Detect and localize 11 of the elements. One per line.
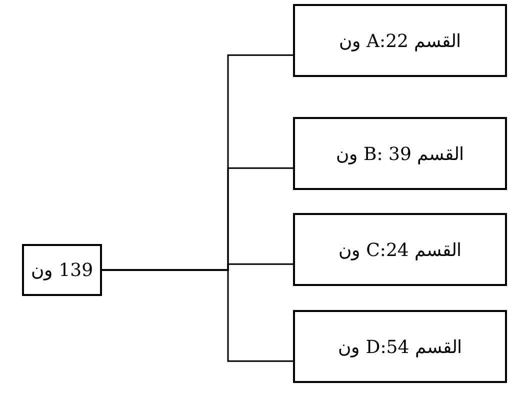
box-label: القسم C:24 ون [338,238,462,260]
text-box [293,117,507,190]
text-box [293,310,507,383]
box-label: القسم D:54 ون [338,336,462,358]
text-box [293,4,507,77]
box-label: 139 ون [30,259,94,281]
box-label: القسم A:22 ون [338,30,462,52]
text-box [22,244,102,296]
box-label: القسم B: 39 ون [336,142,464,164]
text-box [293,213,507,286]
connector-line [102,269,293,362]
